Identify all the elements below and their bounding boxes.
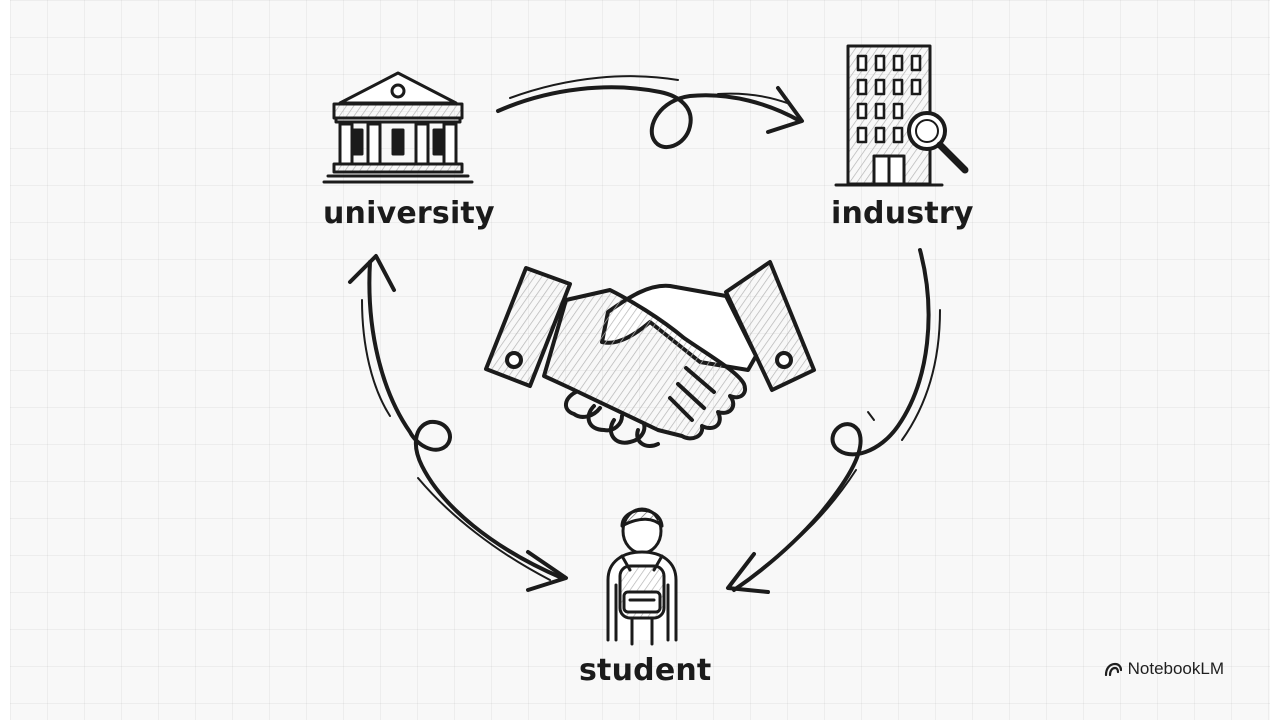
- brand-name: NotebookLM: [1127, 659, 1224, 678]
- student-with-backpack-icon: [606, 507, 678, 646]
- notebooklm-branding: NotebookLM: [1104, 659, 1224, 679]
- university-label: university: [323, 196, 495, 231]
- arrow-university-to-industry: [496, 75, 804, 149]
- handshake-icon: [484, 260, 816, 449]
- student-label: student: [579, 653, 712, 688]
- university-building-icon: [322, 71, 474, 184]
- notebooklm-logo-icon: [1104, 662, 1122, 676]
- diagram-artwork: [322, 44, 969, 646]
- office-building-with-magnifier-icon: [834, 44, 969, 187]
- industry-label: industry: [831, 196, 974, 231]
- arrow-industry-to-student: [726, 248, 941, 594]
- arrow-university-student: [348, 254, 568, 592]
